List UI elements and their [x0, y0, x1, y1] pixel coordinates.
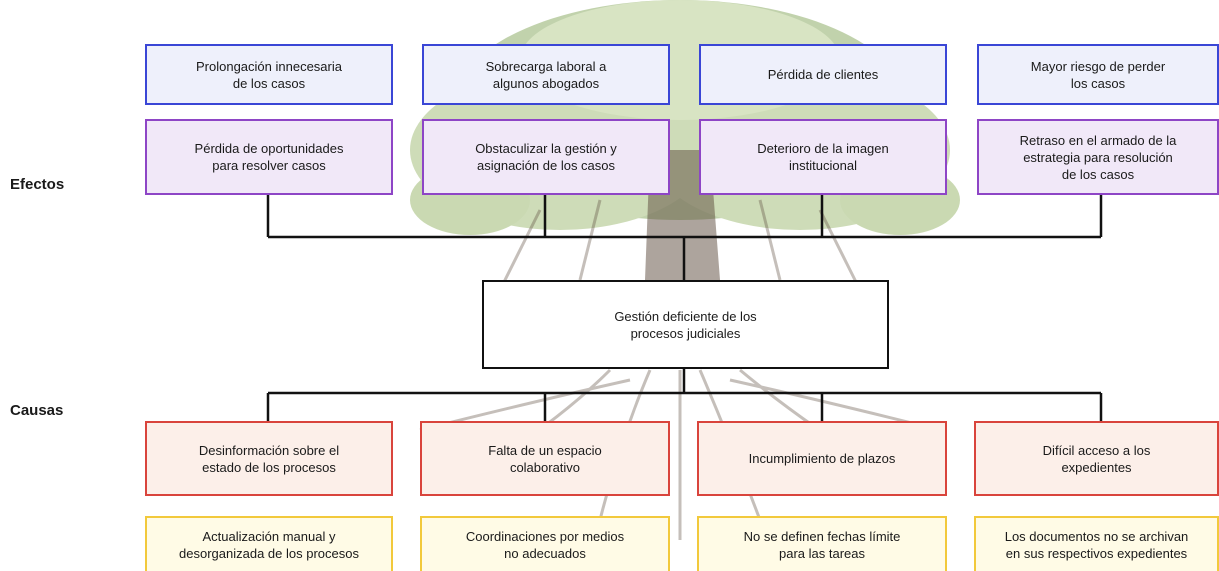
effects-label: Efectos	[10, 176, 65, 193]
cause-top-3: Incumplimiento de plazos	[697, 421, 947, 496]
effect-top-4: Mayor riesgo de perder los casos	[977, 44, 1219, 105]
cause-bottom-3: No se definen fechas límite para las tar…	[697, 516, 947, 571]
cause-bottom-1: Actualización manual y desorganizada de …	[145, 516, 393, 571]
cause-bottom-2: Coordinaciones por medios no adecuados	[420, 516, 670, 571]
cause-top-1: Desinformación sobre el estado de los pr…	[145, 421, 393, 496]
effect-bottom-2: Obstaculizar la gestión y asignación de …	[422, 119, 670, 195]
effect-top-2: Sobrecarga laboral a algunos abogados	[422, 44, 670, 105]
cause-top-2: Falta de un espacio colaborativo	[420, 421, 670, 496]
causes-label: Causas	[10, 402, 64, 419]
cause-bottom-4: Los documentos no se archivan en sus res…	[974, 516, 1219, 571]
central-problem: Gestión deficiente de los procesos judic…	[482, 280, 889, 369]
cause-top-4: Difícil acceso a los expedientes	[974, 421, 1219, 496]
effect-top-3: Pérdida de clientes	[699, 44, 947, 105]
effect-bottom-1: Pérdida de oportunidades para resolver c…	[145, 119, 393, 195]
effect-bottom-3: Deterioro de la imagen institucional	[699, 119, 947, 195]
effect-top-1: Prolongación innecesaria de los casos	[145, 44, 393, 105]
effect-bottom-4: Retraso en el armado de la estrategia pa…	[977, 119, 1219, 195]
